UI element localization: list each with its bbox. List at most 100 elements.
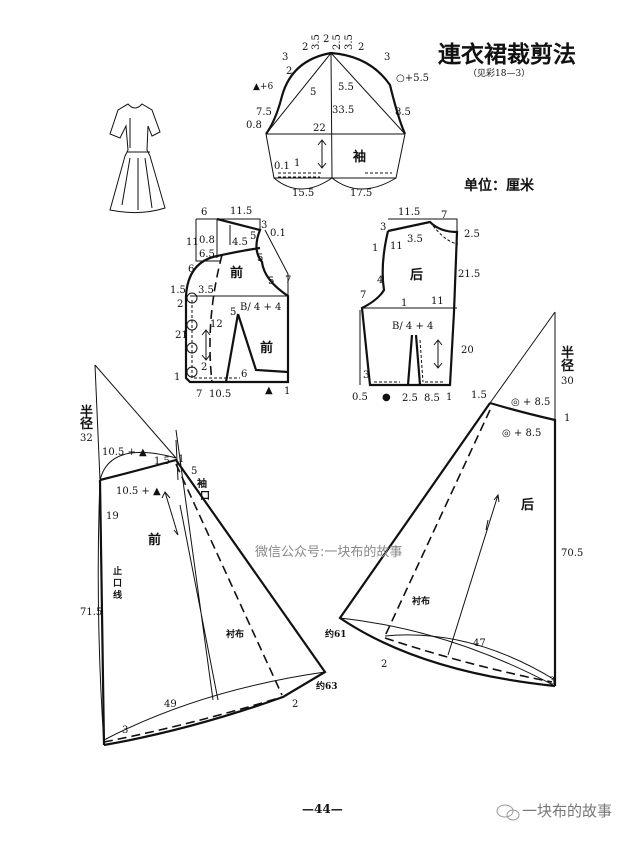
measurement-label: 线: [113, 589, 122, 601]
measurement-label: 1.5: [170, 285, 186, 296]
measurement-label: 4.5: [232, 237, 248, 248]
measurement-label: 6: [188, 264, 194, 275]
measurement-label: 5: [230, 307, 236, 318]
measurement-label: 止: [113, 565, 122, 577]
measurement-label: 5: [310, 87, 316, 98]
measurement-label: 20: [461, 345, 474, 356]
measurement-label: ●: [382, 392, 391, 403]
measurement-label: 1: [372, 243, 378, 254]
watermark: 微信公众号:一块布的故事: [255, 544, 402, 560]
measurement-label: 2: [286, 66, 292, 77]
measurement-label: 1.5: [154, 456, 170, 467]
measurement-label: 10.5: [209, 389, 231, 400]
measurement-label: 2: [323, 34, 329, 45]
measurement-label: 半: [561, 345, 574, 361]
measurement-label: 衬布: [226, 628, 244, 640]
measurement-label: 11: [186, 237, 199, 248]
measurement-label: ▲+6: [253, 82, 273, 92]
measurement-label: 前: [260, 340, 273, 356]
measurement-label: 1.5: [471, 390, 487, 401]
measurement-label: 21: [175, 330, 188, 341]
measurement-label: 2: [292, 699, 298, 710]
measurement-label: 3: [384, 52, 390, 63]
measurement-label: 3: [261, 220, 267, 231]
measurement-label: 12: [210, 319, 223, 330]
measurement-label: 半: [80, 404, 93, 420]
measurement-label: 17.5: [350, 188, 372, 199]
measurement-label: 3: [282, 52, 288, 63]
sleeve-pattern: 3 2 3.5 2 2.5 3.5 2 3 2 ▲+6 5 5.5 ○+5.5 …: [246, 34, 429, 199]
measurement-label: 约61: [325, 628, 347, 640]
measurement-label: 11.5: [398, 207, 420, 218]
measurement-label: ◎ + 8.5: [502, 428, 541, 439]
measurement-label: 0.5: [352, 392, 368, 403]
measurement-label: 15.5: [292, 188, 314, 199]
measurement-label: 49: [164, 699, 177, 710]
measurement-label: 1: [446, 392, 452, 403]
measurement-label: 7: [196, 389, 202, 400]
measurement-label: 1: [564, 413, 570, 424]
measurement-label: 0.8: [199, 235, 215, 246]
measurement-label: 2: [302, 42, 308, 53]
measurement-label: 径: [80, 416, 93, 432]
measurement-label: 21.5: [458, 269, 480, 280]
measurement-label: 衬布: [412, 595, 430, 607]
wechat-logo: 一块布的故事: [496, 802, 612, 821]
wechat-icon: [496, 804, 514, 818]
measurement-label: 4: [377, 275, 383, 286]
page-subtitle: （见彩18—3）: [468, 68, 530, 79]
logo-text: 一块布的故事: [522, 802, 612, 820]
unit-label: 单位：厘米: [464, 177, 535, 194]
measurement-label: 32: [80, 433, 93, 444]
measurement-label: 约63: [316, 680, 338, 692]
measurement-label: 5.5: [338, 82, 354, 93]
page-title: 連衣裙裁剪法: [438, 41, 576, 68]
measurement-label: 1: [174, 372, 180, 383]
measurement-label: 71.5: [80, 607, 102, 618]
measurement-label: 3.5: [344, 34, 355, 50]
measurement-label: 7: [360, 290, 366, 301]
measurement-label: 0.1: [270, 228, 286, 239]
measurement-label: 5: [191, 466, 197, 477]
measurement-label: 8.5: [424, 393, 440, 404]
measurement-label: 3: [122, 725, 128, 736]
measurement-label: B/ 4 + 4: [392, 321, 433, 332]
measurement-label: 口: [200, 491, 210, 502]
measurement-label: 1: [284, 386, 290, 397]
measurement-label: 22: [313, 123, 326, 134]
measurement-label: 19: [106, 511, 119, 522]
measurement-label: 47: [473, 638, 486, 649]
measurement-label: 10.5 + ▲: [102, 447, 147, 458]
measurement-label: B/ 4 + 4: [240, 302, 281, 313]
measurement-label: 8.5: [395, 107, 411, 118]
measurement-label: 径: [561, 358, 574, 374]
measurement-label: 后: [410, 267, 423, 283]
measurement-label: 5: [250, 231, 256, 242]
measurement-label: 2: [177, 299, 183, 310]
measurement-label: 5: [257, 253, 263, 264]
measurement-label: 2: [381, 659, 387, 670]
measurement-label: 前: [230, 265, 243, 281]
measurement-label: 2.5: [402, 393, 418, 404]
measurement-label: 11: [431, 296, 444, 307]
measurement-label: 3.5: [198, 285, 214, 296]
measurement-label: 11: [390, 241, 403, 252]
measurement-label: 3: [363, 370, 369, 381]
measurement-label: 2.5: [464, 229, 480, 240]
measurement-label: ◎ + 8.5: [511, 397, 550, 408]
measurement-label: 2.5: [332, 34, 343, 50]
measurement-label: 0.1: [274, 161, 290, 172]
measurement-label: 6: [241, 369, 247, 380]
measurement-label: 10.5 + ▲: [116, 486, 161, 497]
measurement-label: ▲: [265, 385, 273, 396]
measurement-label: 3.5: [407, 234, 423, 245]
measurement-label: 3: [380, 222, 386, 233]
measurement-label: 3: [549, 676, 555, 687]
front-bodice-pattern: 6 11.5 3 0.1 11 0.8 6.5 4.5 5 5 6 前 5 7 …: [170, 206, 291, 400]
measurement-label: 6.5: [199, 249, 215, 260]
measurement-label: 6: [201, 207, 207, 218]
measurement-label: 30: [561, 376, 574, 387]
back-skirt-pattern: 半 径 30 1.5 ◎ + 8.5 1 ◎ + 8.5 后 70.5 衬布 约…: [325, 311, 583, 688]
measurement-label: 5: [268, 276, 274, 287]
